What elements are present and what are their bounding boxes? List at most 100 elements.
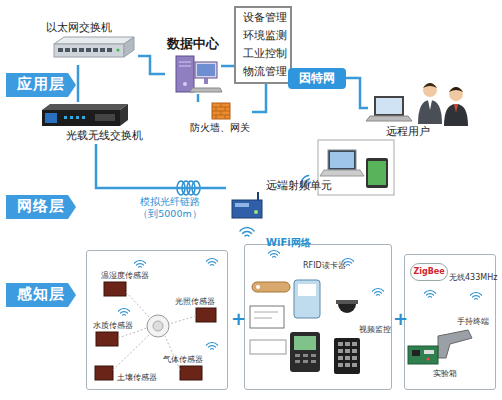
server-icon bbox=[176, 56, 194, 92]
rfid-icons bbox=[294, 280, 320, 318]
sensor-icons bbox=[113, 334, 150, 370]
optical-switch-icon bbox=[120, 104, 128, 126]
sensor-icons bbox=[165, 336, 180, 370]
node-label: 工业控制 bbox=[243, 48, 287, 61]
wireless-group-box: 无线433MHz手持终端实验箱ZigBee bbox=[404, 254, 496, 390]
rfid-icons bbox=[250, 306, 284, 328]
optical-switch-icon bbox=[42, 104, 128, 110]
ethernet-switch-icon bbox=[93, 48, 98, 52]
sensor-icons bbox=[104, 282, 126, 296]
ethernet-switch-icon bbox=[54, 44, 124, 57]
firewall-icon bbox=[221, 111, 222, 115]
rfid-icons bbox=[250, 280, 360, 374]
radio-unit-node: 远端射频单元 bbox=[226, 178, 334, 234]
rfid-icons bbox=[345, 349, 350, 353]
node-label: 光载无线交换机 bbox=[66, 130, 143, 143]
optical-switch-node: 光载无线交换机 bbox=[36, 102, 146, 144]
wireless-icons bbox=[412, 350, 420, 356]
remote-user-icon bbox=[418, 100, 442, 124]
remote-user-icon bbox=[449, 87, 463, 92]
rfid-icons bbox=[250, 340, 286, 354]
layer-band: 网络层 bbox=[6, 195, 76, 219]
ethernet-switch-icon bbox=[54, 37, 134, 44]
firewall-icon bbox=[212, 103, 230, 119]
optical-switch-icon bbox=[64, 116, 85, 119]
node-label: 土壤传感器 bbox=[117, 373, 157, 382]
node-label: 手持终端 bbox=[457, 317, 489, 326]
server-icon bbox=[204, 78, 208, 84]
rfid-icons bbox=[345, 356, 350, 360]
remote-user-icon bbox=[428, 100, 432, 110]
firewall-icon bbox=[212, 103, 230, 119]
rfid-icons bbox=[352, 363, 357, 367]
laptop-tablet-icon bbox=[328, 150, 356, 170]
node-label: 远端射频单元 bbox=[266, 180, 332, 193]
sensor-icons bbox=[95, 366, 113, 380]
layer-band: 感知层 bbox=[6, 283, 76, 307]
wireless-icons bbox=[427, 358, 430, 361]
firewall-icon bbox=[221, 103, 222, 107]
internet-box: 因特网 bbox=[288, 68, 346, 89]
plus-sign: + bbox=[393, 310, 408, 328]
rfid-icons bbox=[334, 338, 360, 374]
ethernet-switch-icon bbox=[65, 48, 70, 52]
edge-label: 模拟光纤链路 （到5000m） bbox=[130, 196, 210, 220]
node-label: 温湿度传感器 bbox=[101, 271, 149, 280]
firewall-icon bbox=[225, 115, 226, 119]
optical-switch-icon bbox=[45, 113, 57, 123]
wireless-icons bbox=[424, 350, 434, 354]
rfid-icons bbox=[295, 354, 300, 357]
network-link bbox=[77, 65, 80, 102]
remote-user-icon bbox=[374, 96, 404, 116]
optical-switch-icon bbox=[42, 110, 120, 126]
rfid-icons bbox=[338, 363, 343, 367]
ethernet-switch-icon bbox=[86, 48, 91, 52]
ethernet-switch-icon bbox=[124, 37, 134, 57]
ethernet-switch-icon bbox=[107, 48, 112, 52]
radio-unit-icon bbox=[257, 192, 259, 200]
network-link bbox=[96, 144, 226, 188]
firewall-icon bbox=[225, 107, 226, 111]
wireless-icons bbox=[438, 330, 472, 358]
rfid-icons bbox=[311, 354, 316, 357]
sensor-icons bbox=[196, 308, 216, 322]
sensor-icons bbox=[153, 321, 163, 331]
remote-user-icon bbox=[449, 87, 463, 101]
illustration bbox=[134, 261, 145, 268]
ethernet-switch-icon bbox=[58, 48, 112, 52]
sensor-icons bbox=[169, 316, 196, 324]
node-label: 实验箱 bbox=[433, 369, 457, 378]
ethernet-switch-icon bbox=[79, 48, 84, 52]
rfid-icons bbox=[338, 304, 356, 313]
node-label: 应用层 bbox=[17, 76, 65, 93]
laptop-tablet-icon bbox=[366, 158, 388, 188]
server-icon bbox=[183, 82, 187, 86]
network-link bbox=[346, 78, 368, 108]
band-shape bbox=[6, 73, 76, 97]
node-label: 远程用户 bbox=[386, 126, 430, 139]
network-link bbox=[221, 65, 234, 68]
node-label: 水质传感器 bbox=[93, 321, 133, 330]
server-icon bbox=[195, 62, 217, 78]
server-icon bbox=[176, 56, 222, 92]
optical-switch-icon bbox=[76, 116, 79, 119]
rfid-icons bbox=[345, 363, 350, 367]
rfid-icons bbox=[352, 342, 357, 346]
remote-user-icon bbox=[423, 83, 437, 97]
optical-switch-icon bbox=[64, 116, 67, 119]
server-icon bbox=[179, 62, 191, 63]
rfid-icons bbox=[303, 354, 308, 357]
wireless-icons bbox=[408, 330, 472, 364]
rfid-icons bbox=[254, 312, 278, 313]
server-icon bbox=[197, 64, 215, 76]
plus-sign: + bbox=[231, 310, 246, 328]
firewall-node: 防火墙、网关 bbox=[188, 102, 252, 136]
firewall-icon bbox=[216, 115, 217, 119]
ethernet-switch-icon bbox=[100, 48, 105, 52]
illustration bbox=[470, 293, 481, 300]
illustration bbox=[424, 291, 435, 298]
network-label: WiFi网络 bbox=[266, 236, 311, 250]
remote-user-icon bbox=[454, 104, 458, 113]
layer-band: 应用层 bbox=[6, 73, 76, 97]
